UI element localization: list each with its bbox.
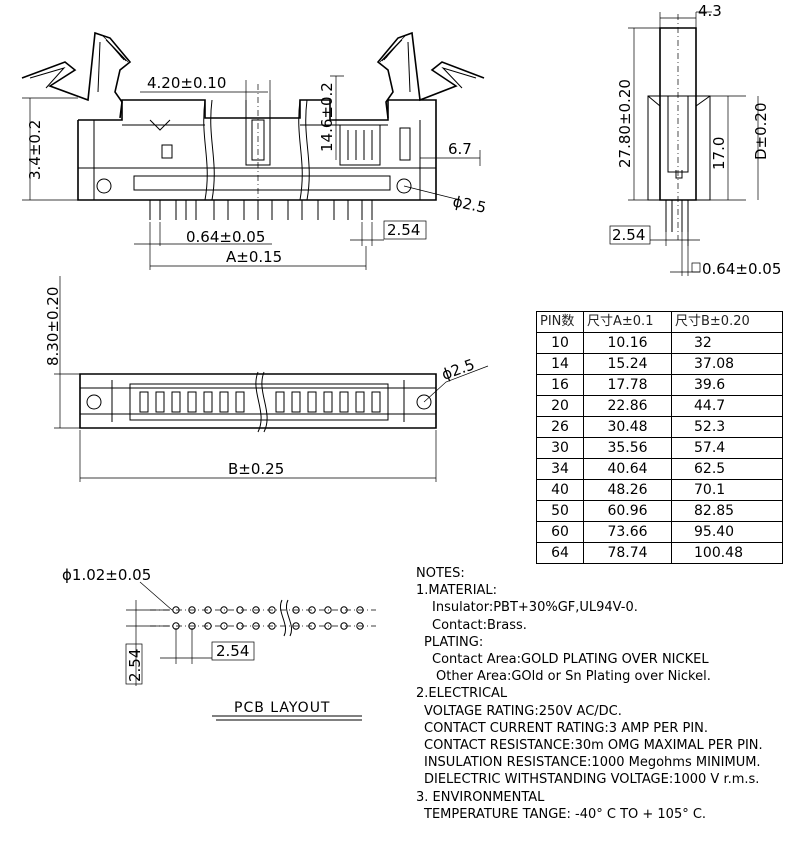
side-view: 4.3 27.80±0.20 17.0 D±0.20 2.54 0.64±0.0… [609,2,781,278]
note-line: CONTACT RESISTANCE:30m OMG MAXIMAL PER P… [424,738,763,754]
cell-a: 15.24 [583,353,672,375]
dim-pin-width-front: 0.64±0.05 [186,228,265,246]
dim-hole-dia-front: ϕ2.5 [451,192,488,217]
cell-a: 73.66 [583,521,672,543]
cell-pin: 50 [536,500,584,522]
plan-view: 8.30±0.20 ϕ2.5 B±0.25 [44,276,489,482]
pcb-hole [292,606,300,614]
dim-height-latch: 14.6±0.2 [318,82,336,152]
note-line: Other Area:GOld or Sn Plating over Nicke… [436,669,711,685]
cell-pin: 40 [536,479,584,501]
cell-b: 32 [671,332,783,354]
dim-pcb-pitch-x: 2.54 [216,642,249,660]
dim-pitch-centerline: 4.20±0.10 [147,74,226,92]
cell-b: 37.08 [671,353,783,375]
note-line: TEMPERATURE TANGE: -40° C TO + 105° C. [424,806,707,822]
cell-pin: 16 [536,374,584,396]
pcb-layout-title: PCB LAYOUT [234,700,331,716]
dim-plan-height: 8.30±0.20 [44,287,62,366]
cell-a: 30.48 [583,416,672,438]
note-line: 3. ENVIRONMENTAL [416,789,545,805]
note-line: CONTACT CURRENT RATING:3 AMP PER PIN. [424,720,709,736]
header-pin: PIN数 [536,311,584,333]
note-line: Insulator:PBT+30%GF,UL94V-0. [432,600,638,616]
cell-b: 39.6 [671,374,783,396]
dim-side-width: 4.3 [698,2,722,20]
header-dim-b: 尺寸B±0.20 [671,311,783,333]
cell-a: 35.56 [583,437,672,459]
cell-pin: 60 [536,521,584,543]
dim-length-b: B±0.25 [228,460,284,478]
cell-pin: 64 [536,542,584,564]
cell-b: 52.3 [671,416,783,438]
cell-b: 44.7 [671,395,783,417]
cell-pin: 14 [536,353,584,375]
dim-span-a: A±0.15 [226,248,282,266]
cell-pin: 10 [536,332,584,354]
dim-height-left: 3.4±0.2 [26,120,44,180]
cell-b: 82.85 [671,500,783,522]
notes-block: NOTES: 1.MATERIAL: Insulator:PBT+30%GF,U… [416,565,763,823]
dim-side-pitch: 2.54 [612,226,645,244]
table-header: PIN数 尺寸A±0.1 尺寸B±0.20 [536,311,783,333]
dim-side-d: D±0.20 [752,102,770,160]
note-line: 1.MATERIAL: [416,583,498,599]
dim-side-body: 17.0 [710,137,728,170]
cell-b: 95.40 [671,521,783,543]
dim-pcb-hole-dia: ϕ1.02±0.05 [62,566,151,584]
note-line: INSULATION RESISTANCE:1000 Megohms MINIM… [424,755,761,771]
pcb-hole [188,606,196,614]
pcb-hole-grid [172,599,364,637]
cell-a: 22.86 [583,395,672,417]
dim-side-pin-width: 0.64±0.05 [702,260,781,278]
dim-side-total: 27.80±0.20 [616,79,634,168]
note-line: Contact:Brass. [432,617,527,633]
notes-title: NOTES: [416,566,465,581]
front-view: 4.20±0.10 3.4±0.2 14.6±0.2 6.7 ϕ2.5 0.64… [21,31,488,270]
cell-b: 100.48 [671,542,783,564]
cell-b: 70.1 [671,479,783,501]
pcb-layout: ϕ1.02±0.05 2.54 2.54 PCB LAYOUT [62,566,376,721]
dim-pcb-pitch-y: 2.54 [126,649,144,682]
cell-pin: 26 [536,416,584,438]
dim-pin-pitch-front: 2.54 [387,221,420,239]
pcb-break-line [280,599,292,637]
header-dim-a: 尺寸A±0.1 [583,311,672,333]
cell-a: 17.78 [583,374,672,396]
dim-offset-right: 6.7 [448,140,472,158]
note-line: PLATING: [424,634,484,650]
cell-pin: 20 [536,395,584,417]
note-line: DIELECTRIC WITHSTANDING VOLTAGE:1000 V r… [424,772,760,788]
note-line: VOLTAGE RATING:250V AC/DC. [424,703,622,719]
note-line: Contact Area:GOLD PLATING OVER NICKEL [432,652,709,668]
cell-a: 10.16 [583,332,672,354]
cell-a: 78.74 [583,542,672,564]
cell-b: 57.4 [671,437,783,459]
cell-pin: 34 [536,458,584,480]
cell-a: 48.26 [583,479,672,501]
cell-a: 40.64 [583,458,672,480]
cell-b: 62.5 [671,458,783,480]
cell-pin: 30 [536,437,584,459]
note-line: 2.ELECTRICAL [416,686,508,702]
cell-a: 60.96 [583,500,672,522]
dim-plan-hole-dia: ϕ2.5 [439,355,477,383]
pcb-hole [292,622,300,630]
